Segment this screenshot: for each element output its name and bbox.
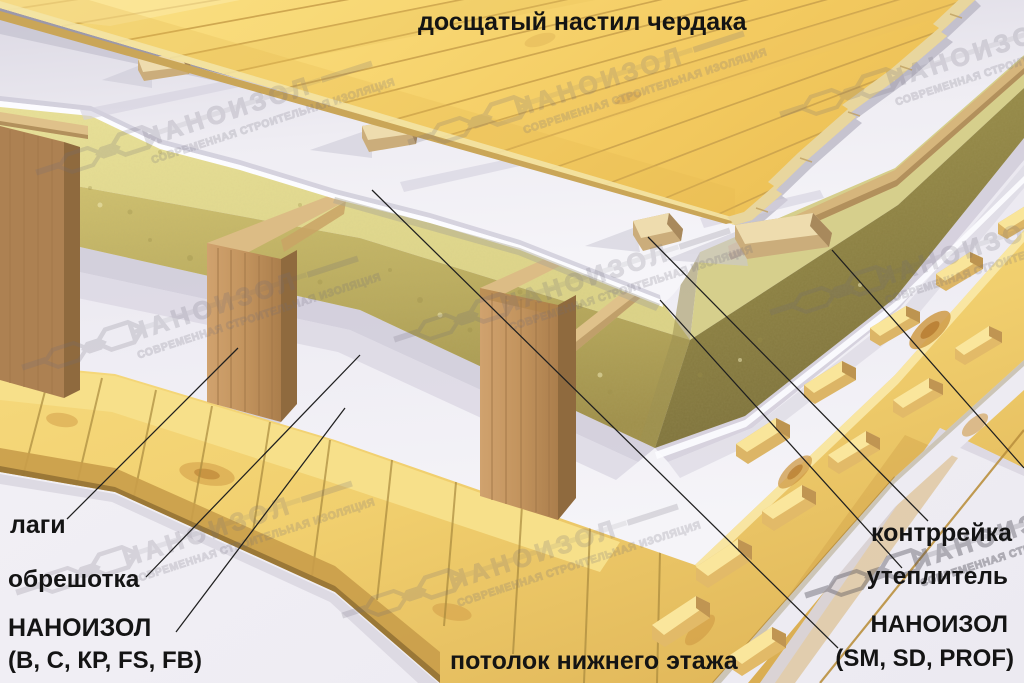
svg-text:потолок нижнего этажа: потолок нижнего этажа <box>450 647 739 675</box>
svg-text:(SM, SD, PROF): (SM, SD, PROF) <box>835 645 1014 672</box>
svg-text:утеплитель: утеплитель <box>867 563 1008 590</box>
svg-text:(B, C, КР, FS, FB): (B, C, КР, FS, FB) <box>8 647 202 674</box>
svg-text:досщатый настил чердака: досщатый настил чердака <box>418 8 748 36</box>
svg-text:НАНОИЗОЛ: НАНОИЗОЛ <box>8 614 151 642</box>
svg-text:НАНОИЗОЛ: НАНОИЗОЛ <box>870 611 1008 638</box>
svg-text:лаги: лаги <box>10 511 66 539</box>
svg-text:контррейка: контррейка <box>871 519 1013 547</box>
svg-text:обрешотка: обрешотка <box>8 566 140 593</box>
